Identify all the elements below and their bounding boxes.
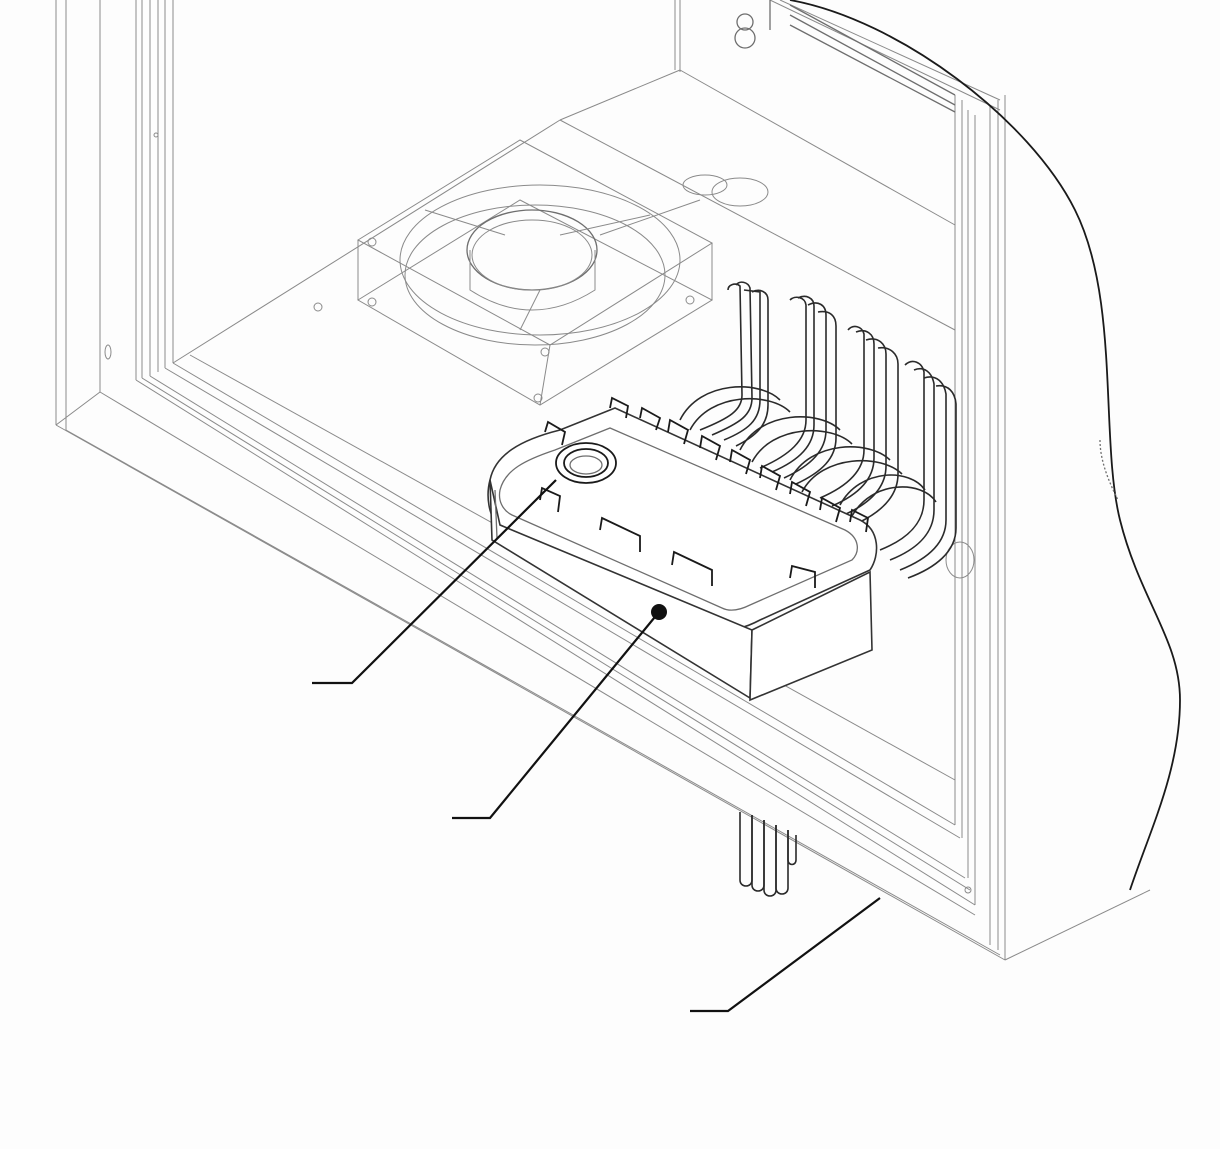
cooling-fan <box>357 139 728 406</box>
terminal-box-grommet-leader <box>312 479 557 685</box>
cabinet-interior <box>172 0 975 781</box>
terminal-box-body-leader <box>452 611 660 820</box>
cutaway-edge <box>789 0 1181 891</box>
callout-leaders <box>312 479 881 1013</box>
cabinet-right-frame <box>674 0 1006 960</box>
cabinet-left-frame <box>55 0 174 430</box>
terminal-box <box>487 396 878 702</box>
wire-bundles-upper <box>679 281 957 579</box>
wire-bundle-lower <box>739 812 797 897</box>
cabinet-bottom-frame <box>55 362 1151 961</box>
cabinet-frame-leader <box>690 897 881 1013</box>
